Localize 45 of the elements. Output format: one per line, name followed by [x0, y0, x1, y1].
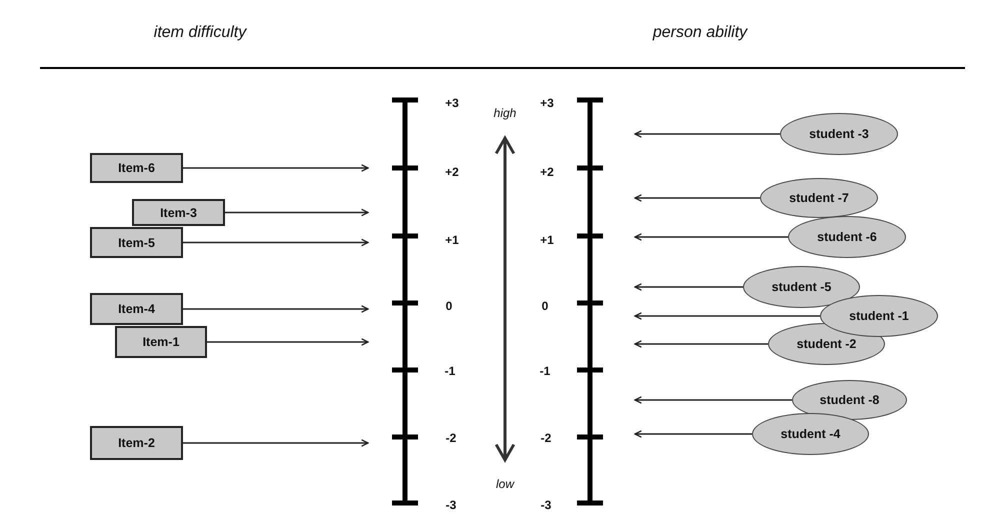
item-box: Item-6 — [90, 153, 183, 183]
arrow — [183, 439, 369, 447]
tick-label: +3 — [540, 96, 554, 110]
tick-label: -1 — [540, 364, 550, 378]
arrow — [207, 338, 369, 346]
arrow — [183, 164, 369, 172]
item-box: Item-3 — [132, 199, 225, 226]
item-box: Item-4 — [90, 293, 183, 325]
tick-label: +2 — [540, 165, 554, 179]
tick-label: -1 — [444, 364, 456, 378]
tick-label: +1 — [445, 233, 459, 247]
arrow — [634, 194, 760, 202]
student-ellipse: student -6 — [788, 216, 906, 258]
student-ellipse: student -4 — [752, 413, 869, 455]
column-heading: person ability — [652, 24, 748, 42]
student-ellipse: student -8 — [792, 380, 907, 420]
student-ellipse: student -3 — [780, 113, 898, 155]
arrow — [634, 312, 820, 320]
student-ellipse: student -1 — [820, 295, 938, 337]
arrow — [183, 305, 369, 313]
column-heading: item difficulty — [154, 24, 246, 42]
tick-label: -3 — [446, 498, 456, 512]
tick-label: 0 — [542, 299, 548, 313]
tick-label: -3 — [540, 498, 552, 512]
arrow — [634, 130, 780, 138]
item-box: Item-5 — [90, 227, 183, 258]
tick-label: -2 — [540, 431, 552, 445]
arrow — [634, 430, 752, 438]
scale-label: low — [496, 477, 514, 491]
student-ellipse: student -5 — [743, 266, 860, 308]
student-ellipse: student -7 — [760, 178, 878, 218]
arrow — [634, 233, 788, 241]
item-box: Item-2 — [90, 426, 183, 460]
tick-label: +1 — [540, 233, 554, 247]
arrow — [634, 396, 792, 404]
scale-label: high — [494, 106, 516, 120]
tick-label: 0 — [446, 299, 452, 313]
arrow — [634, 283, 743, 291]
arrow — [634, 340, 768, 348]
arrow — [225, 208, 369, 216]
tick-label: +3 — [445, 96, 459, 110]
tick-label: +2 — [445, 165, 459, 179]
arrow — [183, 238, 369, 246]
tick-label: -2 — [446, 431, 456, 445]
item-box: Item-1 — [115, 326, 207, 358]
